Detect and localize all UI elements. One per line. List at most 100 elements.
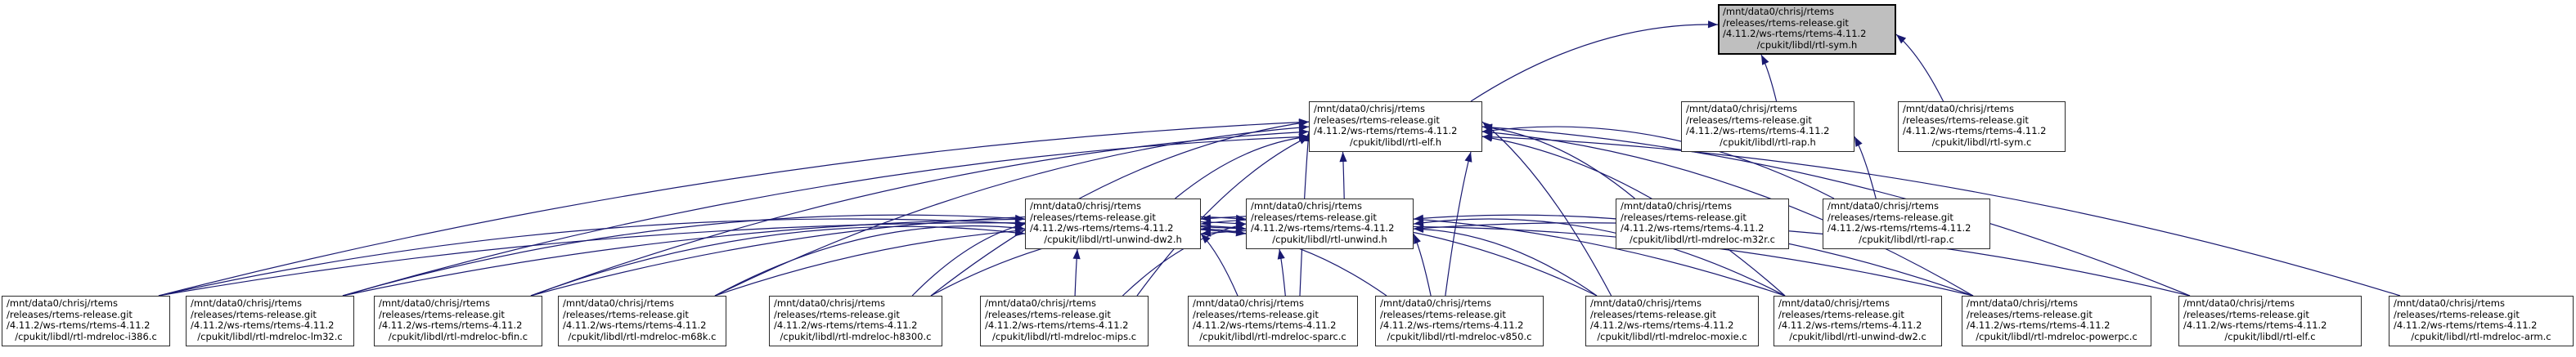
node-file-line: /cpukit/libdl/rtl-mdreloc-lm32.c [197, 330, 343, 342]
node-file-line: /cpukit/libdl/rtl-elf.h [1349, 136, 1442, 148]
graph-node-v850-c[interactable]: /mnt/data0/chrisj/rtems/releases/rtems-r… [1375, 296, 1544, 346]
edge-arrowhead [1761, 55, 1769, 65]
node-path-line: /4.11.2/ws-rtems/rtems-4.11.2 [1621, 222, 1765, 234]
edge-arrowhead [1854, 136, 1863, 147]
include-edge-rap-c-to-elf-h [1481, 126, 1835, 199]
node-file-line: /cpukit/libdl/rtl-sym.h [1756, 38, 1858, 51]
graph-node-unwind-dw2-c[interactable]: /mnt/data0/chrisj/rtems/releases/rtems-r… [1774, 296, 1942, 346]
node-file-line: /cpukit/libdl/rtl-mdreloc-arm.c [2411, 330, 2551, 342]
include-edge-moxie-c-to-elf-h [1481, 121, 1612, 297]
node-path-line: /releases/rtems-release.git [1686, 114, 1812, 126]
edge-arrowhead [1414, 224, 1424, 232]
node-path-line: /4.11.2/ws-rtems/rtems-4.11.2 [1723, 28, 1867, 39]
edge-arrowhead [1235, 222, 1246, 230]
edge-arrowhead [1014, 214, 1025, 222]
node-path-line: /4.11.2/ws-rtems/rtems-4.11.2 [2183, 319, 2327, 331]
node-path-line: /4.11.2/ws-rtems/rtems-4.11.2 [563, 319, 707, 331]
node-path-line: /releases/rtems-release.git [191, 308, 317, 320]
include-edge-unwind-dw2-c-to-elf-h [1481, 136, 1786, 297]
node-file-line: /cpukit/libdl/rtl-mdreloc-moxie.c [1597, 330, 1747, 342]
graph-node-bfin-c[interactable]: /mnt/data0/chrisj/rtems/releases/rtems-r… [374, 296, 542, 346]
edge-arrowhead [1464, 152, 1472, 163]
include-edge-unwind-dw2-h-to-elf-h [1175, 136, 1310, 199]
edge-arrowhead [1896, 34, 1907, 44]
edge-arrowhead [1277, 249, 1285, 260]
graph-node-rap-c[interactable]: /mnt/data0/chrisj/rtems/releases/rtems-r… [1823, 199, 1990, 249]
node-path-line: /4.11.2/ws-rtems/rtems-4.11.2 [774, 319, 918, 331]
node-path-line: /releases/rtems-release.git [1193, 308, 1319, 320]
node-path-line: /4.11.2/ws-rtems/rtems-4.11.2 [1590, 319, 1734, 331]
include-edge-i386-c-to-unwind-dw2-h [158, 218, 1026, 297]
node-file-line: /cpukit/libdl/rtl-mdreloc-m32r.c [1630, 233, 1775, 245]
node-file-line: /cpukit/libdl/rtl-sym.c [1931, 136, 2032, 148]
node-path-line: /4.11.2/ws-rtems/rtems-4.11.2 [1193, 319, 1337, 331]
node-path-line: /mnt/data0/chrisj/rtems [1590, 297, 1702, 309]
graph-node-sparc-c[interactable]: /mnt/data0/chrisj/rtems/releases/rtems-r… [1188, 296, 1358, 346]
node-path-line: /mnt/data0/chrisj/rtems [563, 297, 674, 309]
graph-node-mips-c[interactable]: /mnt/data0/chrisj/rtems/releases/rtems-r… [980, 296, 1149, 346]
include-edge-i386-c-to-elf-h [158, 121, 1310, 297]
edge-arrowhead [1201, 229, 1212, 237]
graph-node-moxie-c[interactable]: /mnt/data0/chrisj/rtems/releases/rtems-r… [1585, 296, 1759, 346]
node-path-line: /releases/rtems-release.git [1030, 211, 1156, 223]
graph-node-unwind-h[interactable]: /mnt/data0/chrisj/rtems/releases/rtems-r… [1246, 199, 1414, 249]
include-edge-arm-c-to-elf-h [1481, 136, 2401, 297]
node-path-line: /mnt/data0/chrisj/rtems [1380, 297, 1491, 309]
node-path-line: /releases/rtems-release.git [563, 308, 689, 320]
node-path-line: /mnt/data0/chrisj/rtems [1827, 200, 1939, 212]
include-edge-sym-c-to-sym-h [1895, 33, 1944, 102]
node-path-line: /mnt/data0/chrisj/rtems [1686, 103, 1797, 114]
graph-node-sym-h[interactable]: /mnt/data0/chrisj/rtems/releases/rtems-r… [1718, 4, 1896, 55]
graph-node-elf-h[interactable]: /mnt/data0/chrisj/rtems/releases/rtems-r… [1309, 101, 1482, 152]
graph-node-unwind-dw2-h[interactable]: /mnt/data0/chrisj/rtems/releases/rtems-r… [1025, 199, 1201, 249]
node-path-line: /releases/rtems-release.git [1827, 211, 1953, 223]
graph-node-i386-c[interactable]: /mnt/data0/chrisj/rtems/releases/rtems-r… [2, 296, 170, 346]
node-path-line: /mnt/data0/chrisj/rtems [7, 297, 118, 309]
graph-node-m68k-c[interactable]: /mnt/data0/chrisj/rtems/releases/rtems-r… [558, 296, 726, 346]
graph-node-powerpc-c[interactable]: /mnt/data0/chrisj/rtems/releases/rtems-r… [1962, 296, 2151, 346]
node-path-line: /4.11.2/ws-rtems/rtems-4.11.2 [1314, 125, 1458, 136]
node-file-line: /cpukit/libdl/rtl-elf.c [2224, 330, 2316, 342]
node-path-line: /4.11.2/ws-rtems/rtems-4.11.2 [1827, 222, 1971, 234]
node-path-line: /4.11.2/ws-rtems/rtems-4.11.2 [1903, 125, 2047, 136]
graph-node-lm32-c[interactable]: /mnt/data0/chrisj/rtems/releases/rtems-r… [186, 296, 354, 346]
node-path-line: /mnt/data0/chrisj/rtems [1030, 200, 1141, 212]
node-path-line: /4.11.2/ws-rtems/rtems-4.11.2 [379, 319, 523, 331]
node-path-line: /releases/rtems-release.git [774, 308, 900, 320]
node-file-line: /cpukit/libdl/rtl-mdreloc-m68k.c [568, 330, 717, 342]
node-file-line: /cpukit/libdl/rtl-mdreloc-v850.c [1387, 330, 1532, 342]
include-edge-h8300-c-to-elf-h [930, 121, 1310, 297]
graph-node-h8300-c[interactable]: /mnt/data0/chrisj/rtems/releases/rtems-r… [769, 296, 942, 346]
node-path-line: /releases/rtems-release.git [1251, 211, 1377, 223]
include-edge-h8300-c-to-unwind-dw2-h [911, 223, 1026, 297]
node-path-line: /releases/rtems-release.git [1903, 114, 2029, 126]
node-path-line: /releases/rtems-release.git [2394, 308, 2520, 320]
node-path-line: /releases/rtems-release.git [985, 308, 1111, 320]
node-path-line: /releases/rtems-release.git [1314, 114, 1440, 126]
edge-arrowhead [1414, 234, 1421, 244]
graph-node-arm-c[interactable]: /mnt/data0/chrisj/rtems/releases/rtems-r… [2389, 296, 2574, 346]
node-path-line: /releases/rtems-release.git [2183, 308, 2309, 320]
graph-node-elf-c[interactable]: /mnt/data0/chrisj/rtems/releases/rtems-r… [2178, 296, 2362, 346]
node-path-line: /mnt/data0/chrisj/rtems [1967, 297, 2078, 309]
node-path-line: /mnt/data0/chrisj/rtems [1903, 103, 2014, 114]
node-file-line: /cpukit/libdl/rtl-mdreloc-i386.c [15, 330, 157, 342]
edge-arrowhead [1014, 222, 1025, 230]
node-path-line: /releases/rtems-release.git [1778, 308, 1904, 320]
graph-node-m32r-c[interactable]: /mnt/data0/chrisj/rtems/releases/rtems-r… [1616, 199, 1789, 249]
include-edge-sparc-c-to-unwind-dw2-h [1200, 233, 1239, 297]
node-path-line: /releases/rtems-release.git [1723, 16, 1849, 29]
edge-arrowhead [1201, 234, 1211, 243]
graph-node-rap-h[interactable]: /mnt/data0/chrisj/rtems/releases/rtems-r… [1681, 101, 1854, 152]
node-path-line: /mnt/data0/chrisj/rtems [2394, 297, 2505, 309]
graph-node-sym-c[interactable]: /mnt/data0/chrisj/rtems/releases/rtems-r… [1898, 101, 2066, 152]
node-path-line: /4.11.2/ws-rtems/rtems-4.11.2 [1686, 125, 1830, 136]
include-edge-m68k-c-to-elf-h [714, 126, 1310, 297]
node-file-line: /cpukit/libdl/rtl-mdreloc-bfin.c [388, 330, 528, 342]
edge-arrowhead [1201, 214, 1212, 222]
node-path-line: /releases/rtems-release.git [7, 308, 133, 320]
node-path-line: /mnt/data0/chrisj/rtems [1193, 297, 1304, 309]
node-file-line: /cpukit/libdl/rtl-unwind.h [1272, 233, 1387, 245]
node-file-line: /cpukit/libdl/rtl-mdreloc-h8300.c [780, 330, 932, 342]
node-path-line: /4.11.2/ws-rtems/rtems-4.11.2 [1967, 319, 2111, 331]
